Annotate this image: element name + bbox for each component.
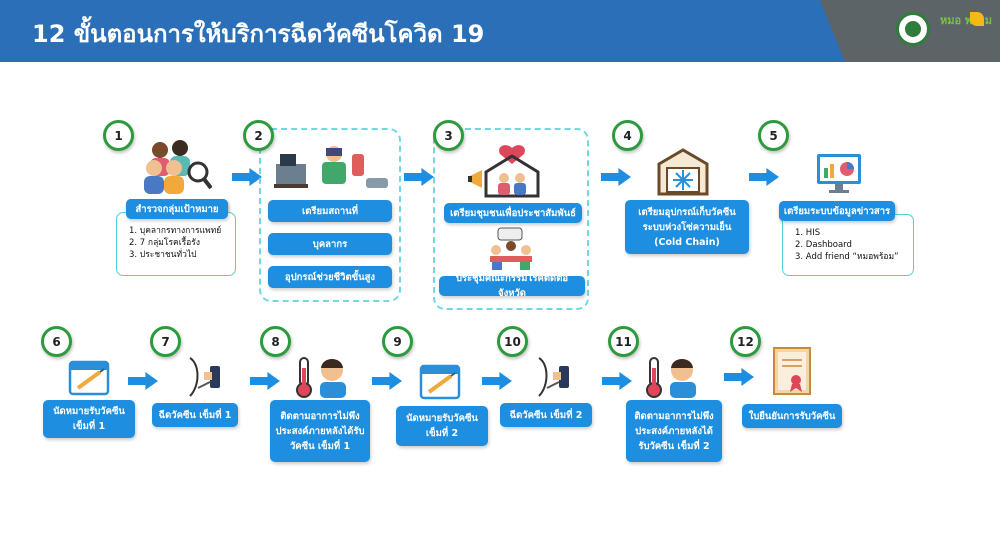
header-bar: 12 ขั้นตอนการให้บริการฉีดวัคซีนโควิด 19 …	[0, 0, 1000, 62]
arrow-7-8	[250, 372, 280, 390]
arrow-11-12	[724, 368, 754, 386]
step-6-number: 6	[41, 326, 72, 357]
arrow-3-4	[601, 168, 631, 186]
meeting-icon	[490, 227, 532, 270]
step-1-label-front: สำรวจกลุ่มเป้าหมาย	[126, 199, 228, 219]
step-11-label: ติดตามอาการไม่พึงประสงค์ภายหลังได้รับวัค…	[626, 400, 722, 462]
step-9-label: นัดหมายรับวัคซีน เข็มที่ 2	[396, 406, 488, 446]
group-search-icon	[144, 140, 212, 194]
monitor-chart-icon	[817, 154, 861, 193]
arrow-2-3	[404, 168, 434, 186]
step-3-label-committee: ประชุมคณะกรรมโรคติดต่อจังหวัด	[439, 273, 585, 299]
calendar-syringe-icon	[68, 360, 110, 396]
step-11-number: 11	[608, 326, 639, 357]
step-3-group	[433, 128, 589, 310]
step-1-notes: 1. บุคลากรทางการแพทย์ 2. 7 กลุ่มโรคเรื้อ…	[116, 212, 236, 276]
injection-arm-icon	[189, 357, 220, 397]
community-icon	[468, 145, 540, 198]
thermometer-person-icon	[646, 357, 696, 398]
step-2-label-staff: บุคลากร	[268, 233, 392, 255]
mohpromt-logo: หมอ พร้อม	[940, 12, 992, 27]
page-title: 12 ขั้นตอนการให้บริการฉีดวัคซีนโควิด 19	[32, 20, 485, 48]
step-6-label: นัดหมายรับวัคซีน เข็มที่ 1	[43, 400, 135, 438]
step-8-label: ติดตามอาการไม่พึงประสงค์ภายหลังได้รับวัค…	[270, 400, 370, 462]
step-7-label: ฉีดวัคซีน เข็มที่ 1	[152, 403, 238, 427]
arrow-4-5	[749, 168, 779, 186]
arrow-10-11	[602, 372, 632, 390]
arrow-6-7	[128, 372, 158, 390]
step-5-label-front: เตรียมระบบข้อมูลข่าวสาร	[779, 201, 895, 221]
step-2-label-equipment: อุปกรณ์ช่วยชีวิตขั้นสูง	[268, 266, 392, 288]
certificate-icon	[773, 347, 811, 395]
step-9-number: 9	[382, 326, 413, 357]
calendar-syringe-icon	[419, 364, 461, 400]
step-12-label: ใบยืนยันการรับวัคซีน	[742, 404, 842, 428]
cold-storage-icon	[657, 148, 709, 196]
arrow-8-9	[372, 372, 402, 390]
moph-logo	[896, 12, 930, 46]
step-10-label: ฉีดวัคซีน เข็มที่ 2	[500, 403, 592, 427]
step-3-label-community: เตรียมชุมชนเพื่อประชาสัมพันธ์	[444, 203, 582, 223]
step-2-group	[259, 128, 401, 302]
arrow-1-2	[232, 168, 262, 186]
step-1-number: 1	[103, 120, 134, 151]
step-12-number: 12	[730, 326, 761, 357]
step-10-number: 10	[497, 326, 528, 357]
step-3-number: 3	[433, 120, 464, 151]
step-7-number: 7	[150, 326, 181, 357]
step-2-number: 2	[243, 120, 274, 151]
step-5-number: 5	[758, 120, 789, 151]
step-2-label-venue: เตรียมสถานที่	[268, 200, 392, 222]
arrow-9-10	[482, 372, 512, 390]
step-8-number: 8	[260, 326, 291, 357]
clinic-staff-icon	[274, 146, 388, 188]
injection-arm-icon	[538, 357, 569, 397]
step-5-notes: 1. HIS 2. Dashboard 3. Add friend “หมอพร…	[782, 214, 914, 276]
step-4-number: 4	[612, 120, 643, 151]
step-4-label: เตรียมอุปกรณ์เก็บวัคซีน ระบบห่วงโซ่ความเ…	[625, 200, 749, 254]
thermometer-person-icon	[296, 357, 346, 398]
